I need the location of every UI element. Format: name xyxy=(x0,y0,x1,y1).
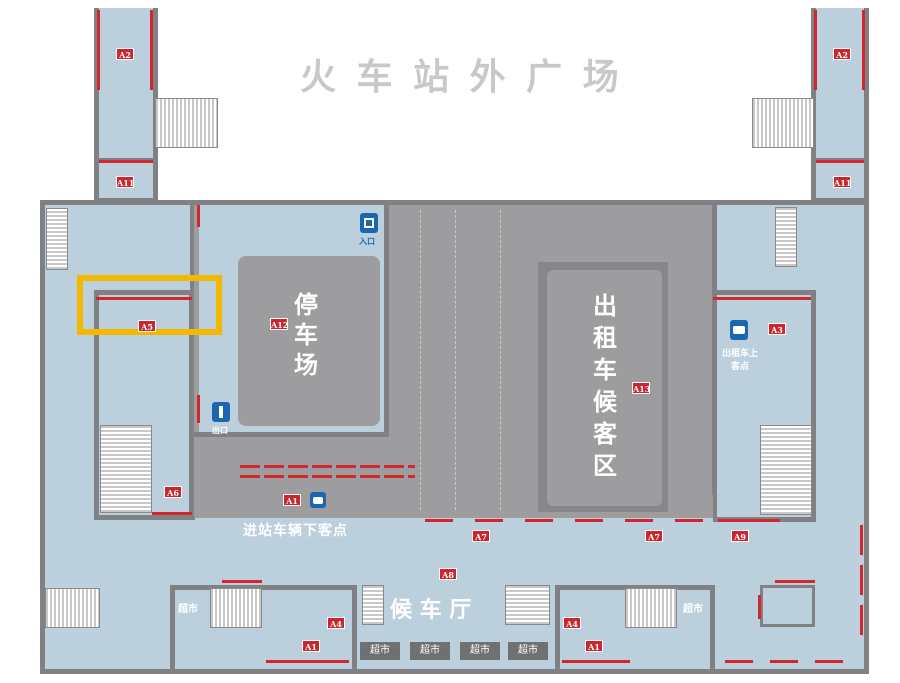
gate-a4-left: A4 xyxy=(327,617,345,629)
lane-marking-1 xyxy=(420,210,421,510)
gate-a13: A13 xyxy=(632,382,651,394)
bottom-right-box xyxy=(760,585,815,627)
parking-outer-wall-bottom xyxy=(194,432,389,437)
shop-4: 超市 xyxy=(508,642,548,660)
supermarket-left-label: 超市 xyxy=(178,604,198,615)
right-tower-red-line-3 xyxy=(816,160,864,163)
bottom-right-room-stairs xyxy=(625,588,677,628)
exit-label: 出口 xyxy=(212,426,228,435)
red-marker-8 xyxy=(860,525,863,635)
shop-3: 超市 xyxy=(460,642,500,660)
left-tower-red-line-3 xyxy=(99,160,153,163)
red-marker-5 xyxy=(713,297,811,300)
right-lower-stairs xyxy=(760,425,812,515)
bottom-red-2 xyxy=(266,660,349,663)
left-tower-floor xyxy=(99,8,153,198)
gate-a5-highlight: A5 xyxy=(138,320,156,332)
gate-a1-dropoff: A1 xyxy=(283,494,301,506)
gate-a9: A9 xyxy=(731,530,749,542)
parking-lot-overlay xyxy=(238,256,380,426)
waiting-hall-label: 候 车 厅 xyxy=(390,598,472,623)
taxi-pickup-icon xyxy=(730,320,748,340)
red-marker-7 xyxy=(718,519,780,522)
dropoff-line-2 xyxy=(240,475,415,478)
left-separator xyxy=(190,205,195,520)
gate-a7-right: A7 xyxy=(645,530,663,542)
gate-a7-left: A7 xyxy=(472,530,490,542)
bottom-red-1 xyxy=(222,580,262,583)
plaza-title: 火 车 站 外 广 场 xyxy=(300,57,623,98)
dropoff-label: 进站车辆下客点 xyxy=(243,523,348,539)
hall-escalator-left xyxy=(362,585,384,625)
shop-2: 超市 xyxy=(410,642,450,660)
left-tower-red-line-2 xyxy=(150,10,153,90)
bottom-red-3 xyxy=(562,660,630,663)
lane-marking-2 xyxy=(455,210,456,510)
left-upper-stairs xyxy=(46,208,68,270)
right-tower-floor xyxy=(816,8,864,198)
right-tower-stairs xyxy=(752,98,814,148)
hall-escalator-right xyxy=(505,585,550,625)
gate-a11-right: A11 xyxy=(833,176,852,188)
gate-a6: A6 xyxy=(164,486,182,498)
red-marker-4 xyxy=(152,512,192,515)
entrance-label: 入口 xyxy=(359,237,375,246)
red-marker-6 xyxy=(425,519,715,522)
gate-a2-left: A2 xyxy=(116,48,134,60)
red-marker-2 xyxy=(197,395,200,423)
bottom-red-5 xyxy=(725,660,855,663)
bottom-left-stairs xyxy=(45,588,100,628)
right-tower-red-line-2 xyxy=(862,10,865,90)
parking-lot-label-overlay: 停车场 xyxy=(294,291,318,379)
red-marker-1 xyxy=(197,205,200,227)
taxi-wait-area-label: 出租车候客区 xyxy=(593,292,617,480)
left-tower-red-line xyxy=(97,10,100,90)
gate-a3: A3 xyxy=(768,323,786,335)
supermarket-right-label: 超市 xyxy=(683,604,703,615)
bottom-left-room-floor xyxy=(175,590,352,669)
gate-a2-right: A2 xyxy=(833,48,851,60)
right-upper-stairs xyxy=(775,207,797,267)
shop-1: 超市 xyxy=(360,642,400,660)
dropoff-car-icon xyxy=(310,492,326,508)
dropoff-line-1 xyxy=(240,465,415,468)
gate-a4-right: A4 xyxy=(563,617,581,629)
highlight-box xyxy=(77,275,222,335)
gate-a1-left: A1 xyxy=(302,640,320,652)
gate-a8: A8 xyxy=(439,568,457,580)
exit-icon xyxy=(212,402,230,422)
left-tower-stairs xyxy=(155,98,218,148)
gate-a1-right: A1 xyxy=(585,640,603,652)
gate-a11-left: A11 xyxy=(116,176,135,188)
gate-a12: A12 xyxy=(270,318,289,330)
taxi-pickup-label: 出租车上客点 xyxy=(722,349,759,372)
right-tower-red-line xyxy=(814,10,817,90)
bottom-left-room-stairs xyxy=(210,588,262,628)
lane-marking-3 xyxy=(500,210,501,510)
entrance-icon xyxy=(360,213,378,233)
red-marker-3 xyxy=(96,297,192,300)
parking-outer-wall-right xyxy=(384,205,389,437)
bottom-red-6 xyxy=(758,595,761,619)
bottom-red-4 xyxy=(775,580,815,583)
left-lower-stairs xyxy=(100,425,152,513)
